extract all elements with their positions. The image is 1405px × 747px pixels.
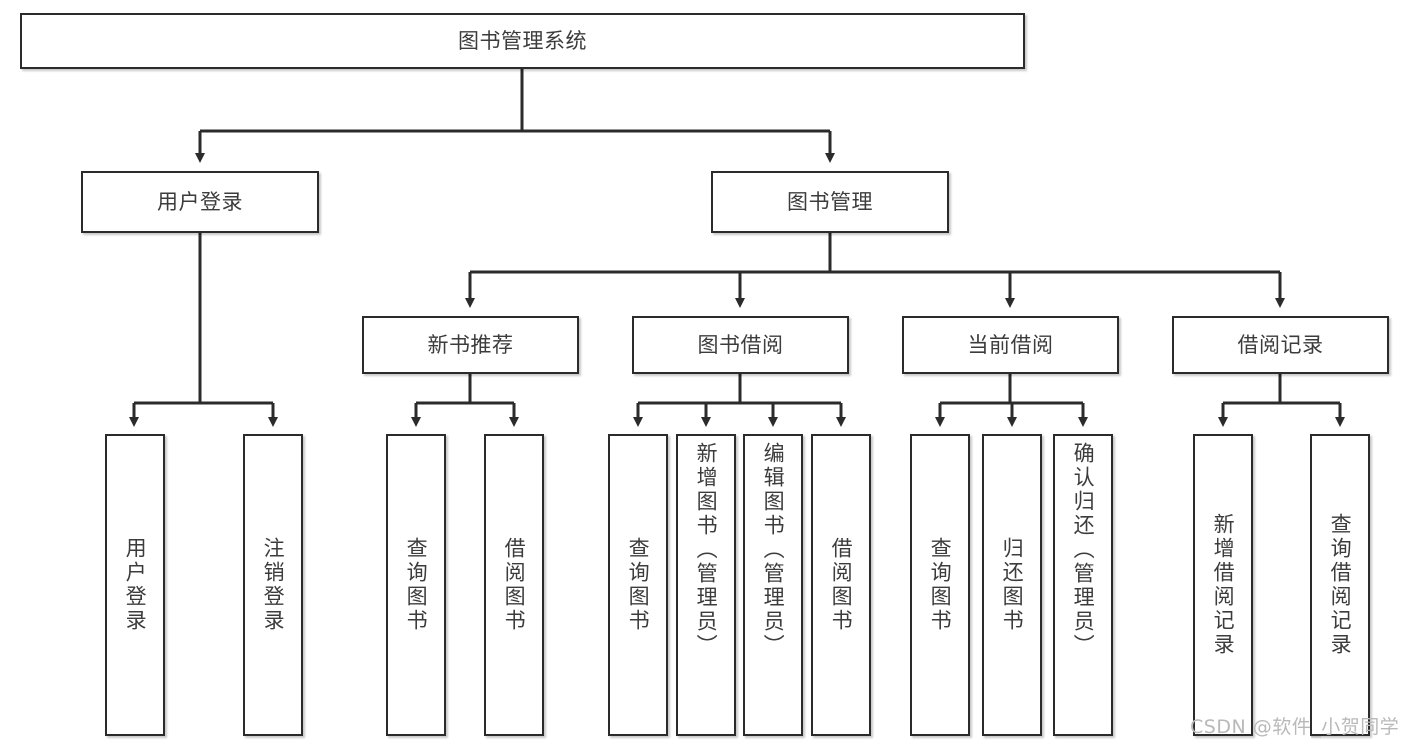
node-current-borrow[interactable]: 当前借阅 [902, 316, 1119, 374]
node-leaf-confirm-return[interactable]: 确认归还（管理员） [1053, 434, 1113, 736]
node-label: 新增图书（管理员） [694, 442, 719, 658]
watermark: CSDN @软件_小贺同学 [1190, 716, 1400, 738]
node-leaf-user-login[interactable]: 用户登录 [105, 434, 165, 736]
node-root[interactable]: 图书管理系统 [20, 13, 1025, 69]
node-leaf-query-record[interactable]: 查询借阅记录 [1310, 434, 1370, 736]
node-label: 确认归还（管理员） [1071, 442, 1096, 658]
node-label: 当前借阅 [967, 332, 1054, 357]
node-label: 借阅图书 [502, 537, 527, 633]
node-label: 查询图书 [626, 537, 651, 633]
node-leaf-borrow-book[interactable]: 借阅图书 [811, 434, 871, 736]
node-label: 图书管理系统 [458, 28, 587, 53]
node-label: 借阅图书 [829, 537, 854, 633]
node-leaf-query-book-cur[interactable]: 查询图书 [910, 434, 970, 736]
node-leaf-logout[interactable]: 注销登录 [243, 434, 303, 736]
node-label: 查询图书 [404, 537, 429, 633]
node-user-login[interactable]: 用户登录 [81, 171, 319, 233]
node-label: 归还图书 [1000, 537, 1025, 633]
node-label: 借阅记录 [1237, 332, 1324, 357]
node-book-manage[interactable]: 图书管理 [711, 171, 949, 233]
node-label: 查询借阅记录 [1328, 513, 1353, 657]
node-label: 编辑图书（管理员） [761, 442, 786, 658]
node-label: 注销登录 [261, 537, 286, 633]
node-leaf-query-book-borrow[interactable]: 查询图书 [608, 434, 668, 736]
node-label: 新增借阅记录 [1211, 513, 1236, 657]
node-label: 新书推荐 [427, 332, 514, 357]
node-leaf-add-book[interactable]: 新增图书（管理员） [676, 434, 736, 736]
node-label: 用户登录 [123, 537, 148, 633]
node-new-book-rec[interactable]: 新书推荐 [362, 316, 579, 374]
node-label: 查询图书 [928, 537, 953, 633]
node-label: 用户登录 [157, 189, 243, 214]
node-label: 图书管理 [787, 189, 873, 214]
node-leaf-add-record[interactable]: 新增借阅记录 [1193, 434, 1253, 736]
node-leaf-edit-book[interactable]: 编辑图书（管理员） [743, 434, 803, 736]
node-borrow-record[interactable]: 借阅记录 [1172, 316, 1389, 374]
node-leaf-borrow-book-rec[interactable]: 借阅图书 [484, 434, 544, 736]
node-leaf-query-book-rec[interactable]: 查询图书 [386, 434, 446, 736]
node-book-borrow[interactable]: 图书借阅 [632, 316, 849, 374]
node-label: 图书借阅 [697, 332, 784, 357]
node-leaf-return-book[interactable]: 归还图书 [982, 434, 1042, 736]
